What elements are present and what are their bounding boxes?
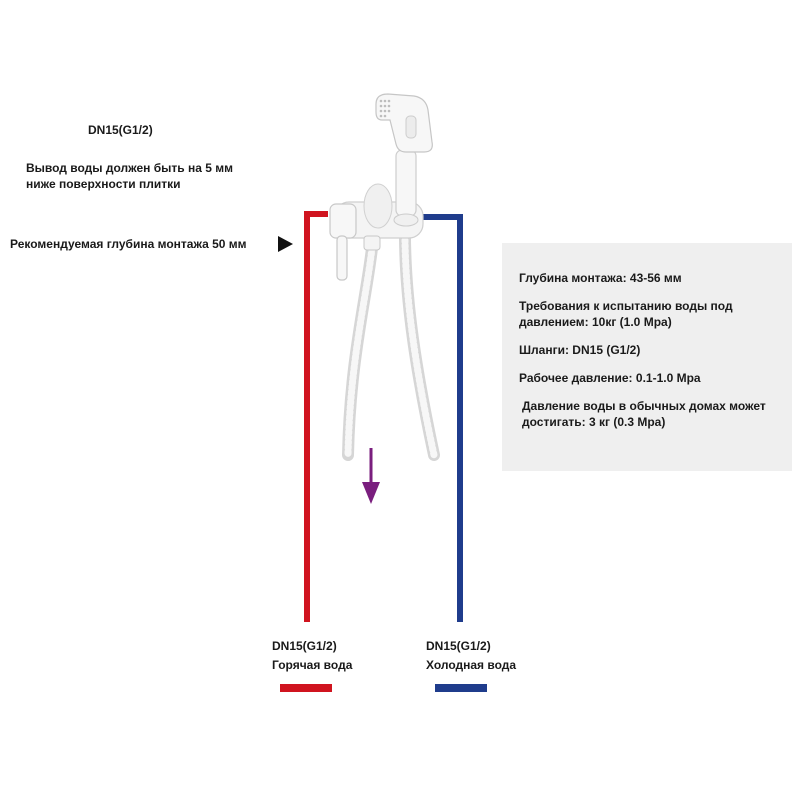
spec-working-pressure: Рабочее давление: 0.1-1.0 Mpa [519,371,701,385]
outlet-note: Вывод воды должен быть на 5 мм ниже пове… [26,161,233,191]
hot-water-pipe [304,211,328,622]
cold-water-spec: DN15(G1/2) [426,639,491,653]
spec-hoses: Шланги: DN15 (G1/2) [519,343,641,357]
depth-marker-arrow [278,236,293,252]
hot-water-spec: DN15(G1/2) [272,639,337,653]
specs-panel [502,243,792,471]
hot-water-label: Горячая вода [272,658,353,672]
water-flow-arrow [362,448,380,504]
cold-water-label: Холодная вода [426,658,517,672]
hot-water-swatch [280,684,332,692]
bidet-faucet-fixture [329,93,440,461]
spec-home-pressure: Давление воды в обычных домах может дост… [522,399,766,429]
hose-right-inner [401,221,438,459]
recommended-depth-label: Рекомендуемая глубина монтажа 50 мм [10,237,247,251]
cold-water-swatch [435,684,487,692]
spec-pressure-test: Требования к испытанию воды под давление… [519,299,733,329]
cold-water-pipe [420,214,463,622]
outlet-spec-label: DN15(G1/2) [88,123,153,137]
hose-left-inner [344,244,376,459]
spec-depth: Глубина монтажа: 43-56 мм [519,271,682,285]
